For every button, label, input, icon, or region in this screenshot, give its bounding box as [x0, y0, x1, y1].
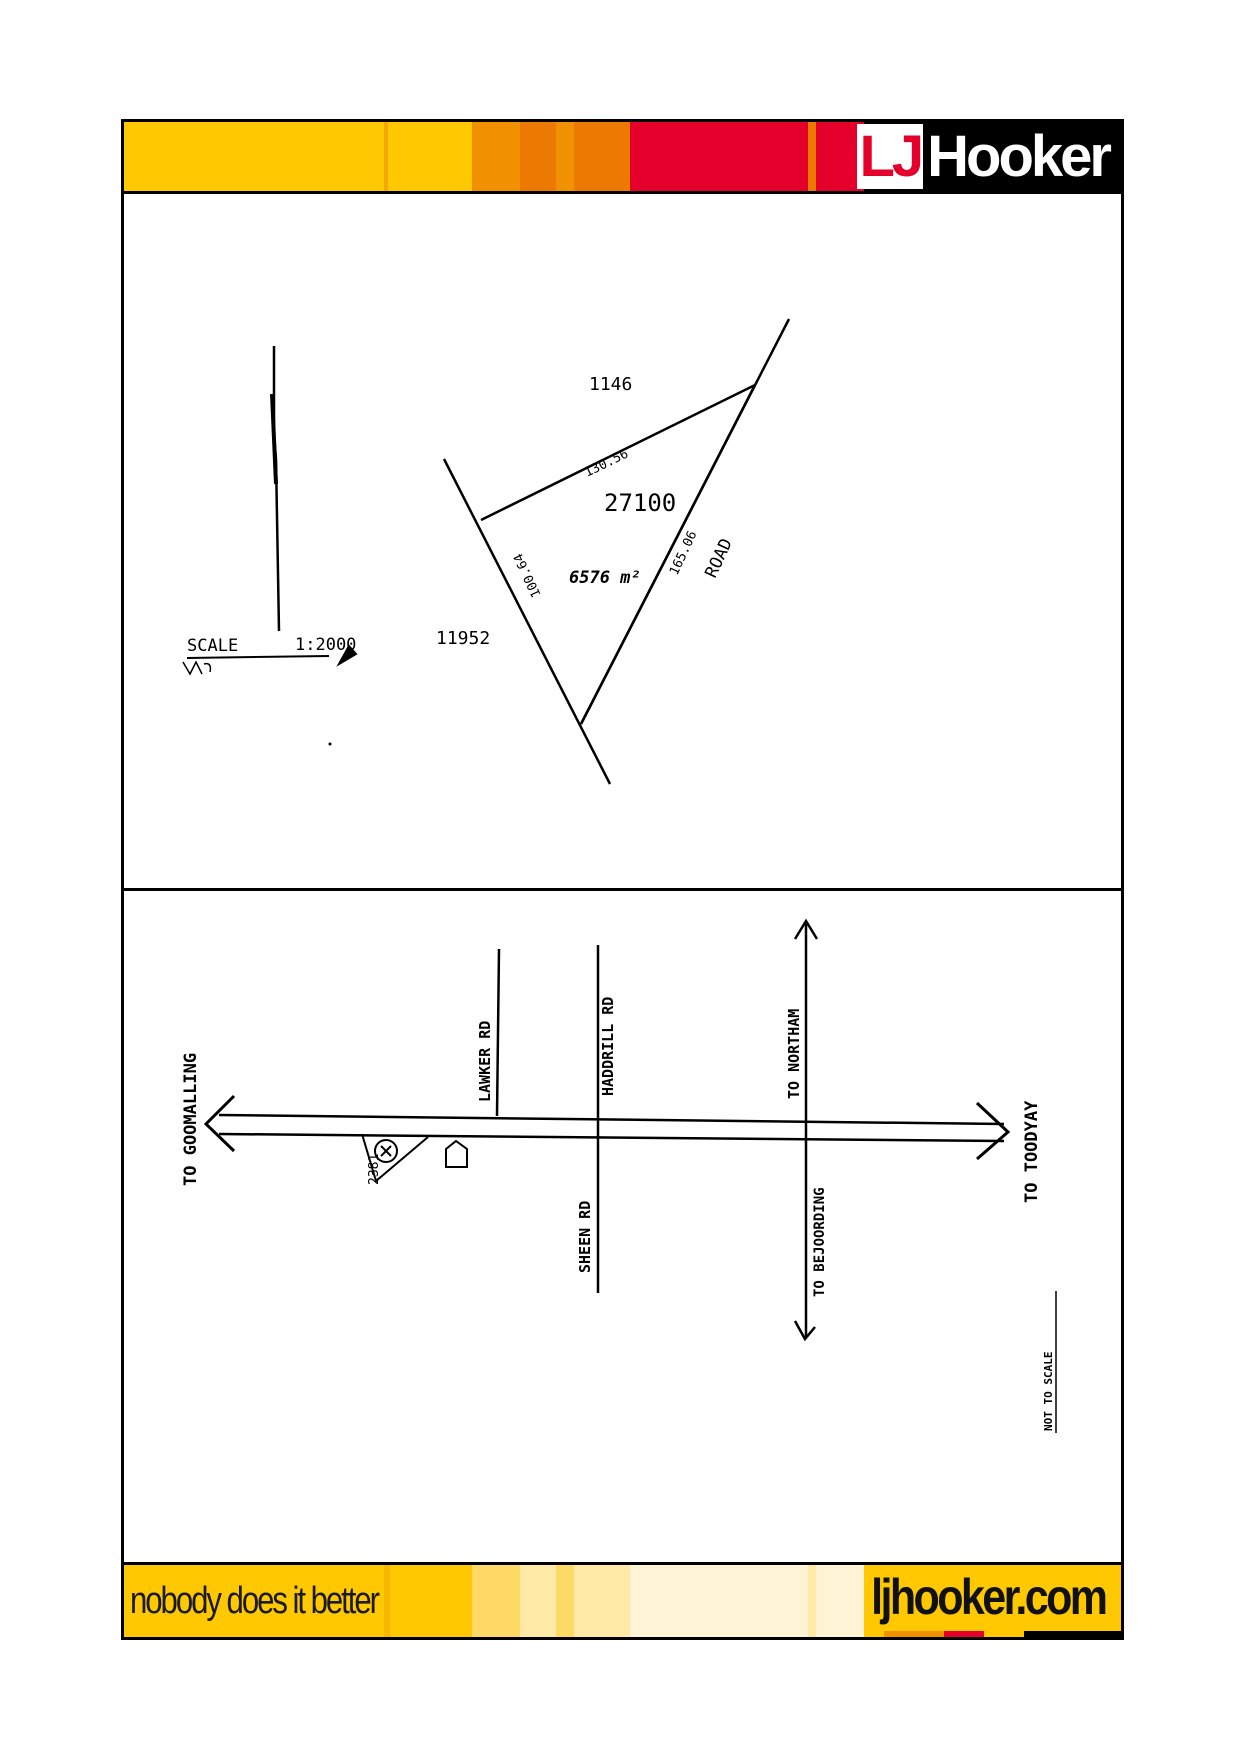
arrow-south	[793, 1320, 816, 1342]
road-label: ROAD	[701, 536, 736, 582]
header-stripes	[124, 122, 1121, 191]
lot-boundary	[480, 382, 758, 725]
lot-west-label: 11952	[436, 628, 490, 649]
locality-map-drawing: TO GOOMALLING TO TOODYAY LAWKER RD HADDR…	[181, 918, 1057, 1433]
to-bejoording-label: TO BEJOORDING	[812, 1187, 828, 1297]
stray-dot	[328, 742, 332, 746]
lawker-road-line	[495, 948, 501, 1117]
locality-map-panel: TO GOOMALLING TO TOODYAY LAWKER RD HADDR…	[121, 888, 1124, 1565]
dim-west-label: 100.64	[511, 551, 545, 600]
highway-top-line	[218, 1113, 1005, 1126]
north-arrow-line	[272, 346, 281, 632]
lot-plan-drawing: SCALE 1:2000 1146 27100 6576 m² 11952 13…	[182, 318, 791, 785]
footer-website[interactable]: ljhooker.com	[870, 1569, 1108, 1625]
arrow-north	[793, 918, 819, 940]
to-northam-label: TO NORTHAM	[785, 1009, 803, 1099]
scale-label: SCALE	[187, 636, 238, 656]
lot-ref-label: 2381	[367, 1154, 382, 1185]
lot-number-label: 27100	[604, 489, 676, 517]
road-line-west	[442, 458, 612, 785]
scale-initials-mark	[182, 660, 212, 676]
house-icon	[445, 1139, 468, 1168]
lot-north-label: 1146	[589, 374, 632, 395]
footer-slogan: nobody does it better	[130, 1580, 380, 1622]
highway-bottom-line	[218, 1132, 1005, 1143]
property-marker-cross	[380, 1145, 392, 1157]
lot-area-label: 6576 m²	[569, 568, 641, 588]
to-goomalling-label: TO GOOMALLING	[181, 1053, 201, 1186]
dim-north-label: 130.56	[582, 447, 631, 481]
property-triangle	[361, 1133, 429, 1183]
footer-stripes	[124, 1565, 1121, 1637]
logo-lj: LJ	[857, 124, 924, 189]
scale-bar	[186, 655, 330, 659]
scale-value: 1:2000	[295, 635, 356, 655]
footer-brand-bar: nobody does it better ljhooker.com	[121, 1562, 1124, 1640]
property-marker-icon	[374, 1139, 398, 1163]
sheen-rd-label: SHEEN RD	[576, 1201, 594, 1273]
lot-plan-panel: SCALE 1:2000 1146 27100 6576 m² 11952 13…	[121, 191, 1124, 891]
arrow-east	[975, 1101, 1011, 1161]
scale-signature-mark	[336, 644, 358, 667]
to-toodyay-label: TO TOODYAY	[1022, 1100, 1042, 1203]
arrow-west	[203, 1094, 236, 1153]
lawker-rd-label: LAWKER RD	[476, 1021, 494, 1102]
logo-hooker: Hooker	[927, 124, 1112, 189]
not-to-scale-label: NOT TO SCALE	[1042, 1352, 1055, 1431]
dim-east-label: 165.06	[667, 529, 700, 578]
haddrill-rd-label: HADDRILL RD	[599, 997, 617, 1096]
north-arrow-head	[270, 393, 278, 485]
